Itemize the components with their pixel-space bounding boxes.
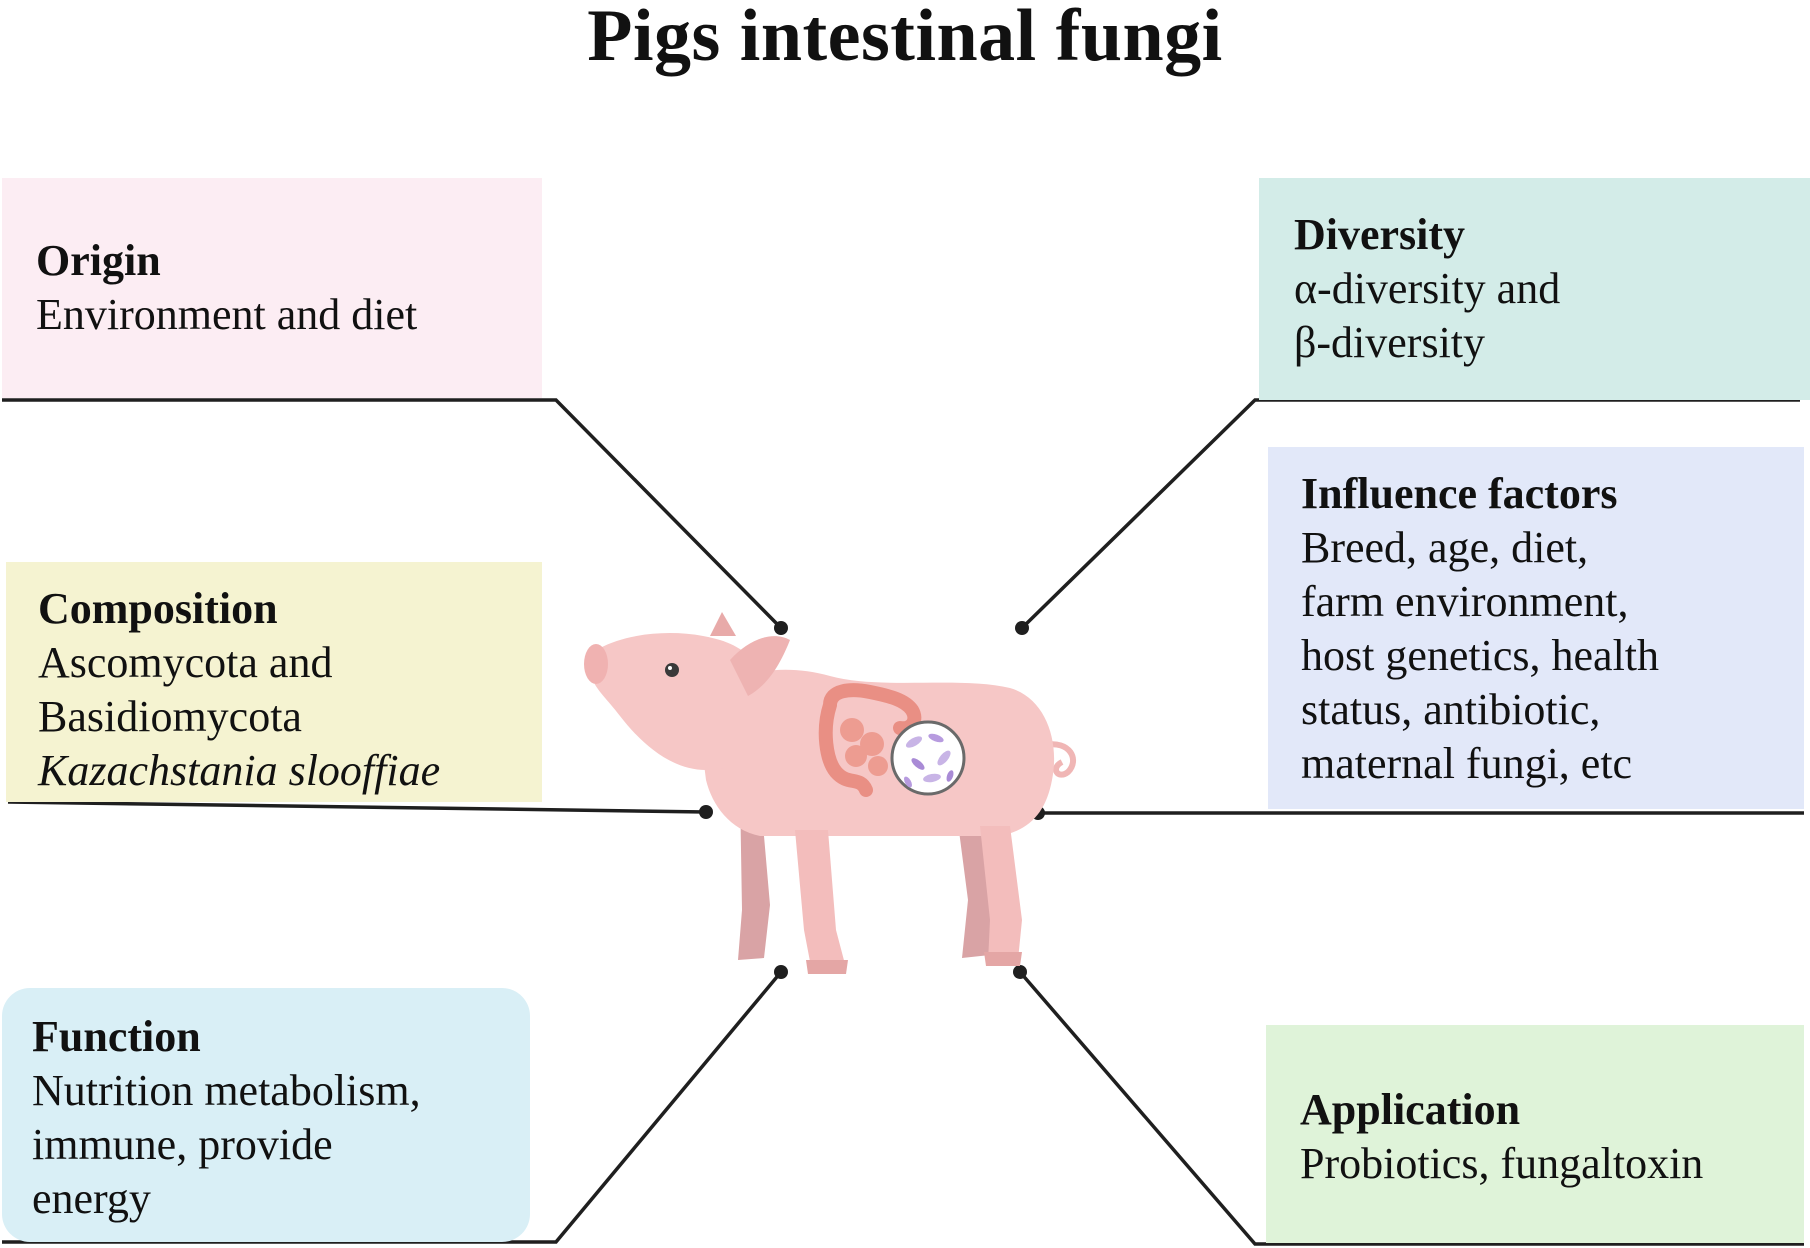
diagram-title: Pigs intestinal fungi — [587, 0, 1223, 77]
origin-text: Environment and diet — [36, 290, 418, 339]
application-heading: Application — [1300, 1085, 1521, 1134]
dot-function — [774, 965, 788, 979]
diversity-text-line: β-diversity — [1294, 318, 1486, 367]
influence-text-line: farm environment, — [1301, 577, 1629, 626]
diversity-text-line: α-diversity and — [1294, 264, 1561, 313]
connector-application — [1018, 970, 1804, 1246]
influence-text-line: maternal fungi, etc — [1301, 739, 1633, 788]
influence-text-line: status, antibiotic, — [1301, 685, 1601, 734]
influence-factors-box: Influence factors Breed, age, diet, farm… — [1268, 447, 1804, 809]
connector-origin — [2, 398, 783, 630]
application-text: Probiotics, fungaltoxin — [1300, 1139, 1704, 1188]
dot-application — [1013, 965, 1027, 979]
function-text-line: immune, provide — [32, 1120, 333, 1169]
influence-heading: Influence factors — [1301, 469, 1618, 518]
composition-species-name: Kazachstania slooffiae — [38, 746, 441, 795]
application-box: Application Probiotics, fungaltoxin — [1266, 1025, 1804, 1243]
composition-text-line: Basidiomycota — [38, 692, 302, 741]
connector-function — [2, 970, 783, 1244]
intestine-icon — [818, 683, 922, 797]
function-heading: Function — [32, 1012, 201, 1061]
composition-box: Composition Ascomycota and Basidiomycota… — [6, 562, 542, 802]
origin-box: Origin Environment and diet — [2, 178, 542, 398]
diversity-box: Diversity α-diversity and β-diversity — [1259, 178, 1810, 400]
origin-heading: Origin — [36, 236, 161, 285]
connector-diversity — [1020, 398, 1800, 630]
function-text-line: Nutrition metabolism, — [32, 1066, 421, 1115]
connector-composition — [7, 800, 707, 814]
function-box: Function Nutrition metabolism, immune, p… — [2, 988, 530, 1242]
dot-diversity — [1015, 621, 1029, 635]
microbe-magnifier-icon — [890, 720, 966, 796]
connectors — [2, 398, 1804, 1246]
influence-text-line: Breed, age, diet, — [1301, 523, 1589, 572]
connector-dots — [699, 621, 1045, 979]
influence-text-line: host genetics, health — [1301, 631, 1660, 680]
dot-origin — [774, 621, 788, 635]
function-text-line: energy — [32, 1174, 151, 1223]
pig-icon — [584, 612, 1076, 974]
diversity-heading: Diversity — [1294, 210, 1466, 259]
composition-heading: Composition — [38, 584, 278, 633]
dot-composition — [699, 805, 713, 819]
composition-text-line: Ascomycota and — [38, 638, 333, 687]
